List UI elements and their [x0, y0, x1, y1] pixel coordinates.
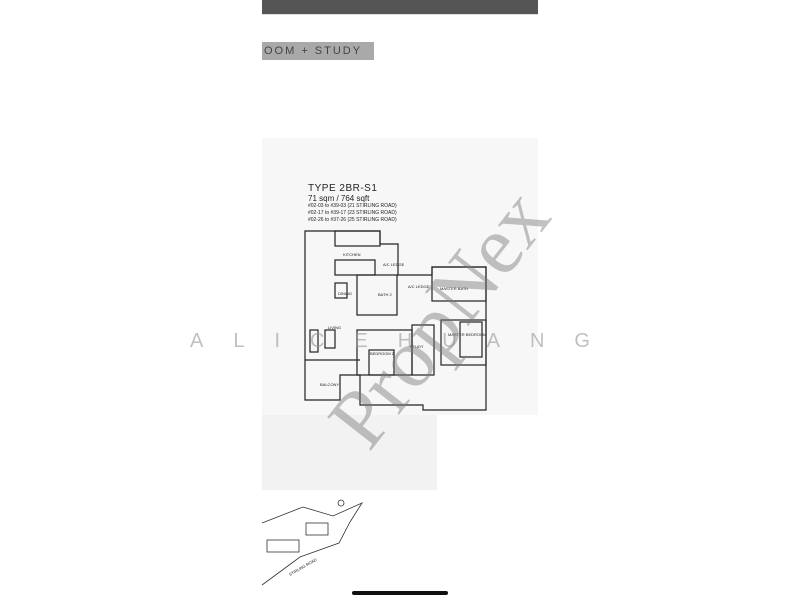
bath2-room — [356, 274, 398, 316]
unit-range: #02-17 to #39-17 (23 STIRLING ROAD) — [308, 210, 397, 216]
bed2 — [368, 349, 395, 376]
room-label-bath2: BATH 2 — [378, 292, 392, 297]
room-label-master-bedroom: MASTER BEDROOM — [448, 332, 486, 337]
room-label-balcony: BALCONY — [320, 382, 339, 387]
plan-size: 71 sqm / 764 sqft — [308, 194, 370, 203]
kitchen-counter — [334, 230, 381, 247]
watermark-letter: U — [442, 330, 457, 352]
sofa — [309, 329, 319, 353]
room-label-kitchen: KITCHEN — [343, 252, 361, 257]
home-indicator[interactable] — [352, 591, 448, 595]
watermark-letter: A — [190, 330, 204, 352]
watermark-letter: L — [233, 330, 245, 352]
plan-info: TYPE 2BR-S1 71 sqm / 764 sqft #02-03 to … — [308, 183, 397, 224]
master-bedroom-room — [440, 319, 487, 366]
watermark-letter: H — [397, 330, 413, 352]
floorplan-background-lower — [262, 415, 437, 490]
floorplan-background — [262, 138, 538, 415]
site-plan — [261, 499, 364, 586]
study-room — [411, 324, 435, 376]
room-label-ac-ledge-small: A/C LEDGE — [383, 262, 405, 267]
master-bath-room — [431, 266, 487, 302]
watermark-letter: N — [529, 330, 545, 352]
unit-range: #02-26 to #37-26 (25 STIRLING ROAD) — [308, 217, 397, 223]
watermark-letter: A — [486, 330, 500, 352]
unit-range: #02-03 to #39-03 (21 STIRLING ROAD) — [308, 203, 397, 209]
plan-units: #02-03 to #39-03 (21 STIRLING ROAD) #02-… — [308, 203, 397, 224]
agent-watermark: A L I C E H U A N G — [190, 330, 590, 353]
site-road-label: STIRLING ROAD — [288, 557, 318, 577]
watermark-letter: G — [574, 330, 590, 352]
room-label-ac-ledge: A/C LEDGE — [408, 284, 430, 289]
watermark-letter: C — [309, 330, 325, 352]
room-label-study: STUDY — [410, 344, 424, 349]
kitchen-island — [334, 259, 376, 276]
room-label-dining: DINING — [338, 291, 352, 296]
room-label-master-bath: MASTER BATH — [440, 286, 468, 291]
bed — [459, 321, 483, 358]
plan-title: TYPE 2BR-S1 — [308, 183, 378, 194]
room-label-living: LIVING — [328, 325, 341, 330]
watermark-letter: E — [354, 330, 368, 352]
image-top-bar — [262, 0, 538, 15]
unit-type-tag: OOM + STUDY — [262, 42, 374, 60]
dining-table — [334, 282, 348, 299]
room-label-bedroom2: BEDROOM 2 — [370, 351, 395, 356]
table — [324, 329, 336, 349]
watermark-letter: I — [274, 330, 280, 352]
